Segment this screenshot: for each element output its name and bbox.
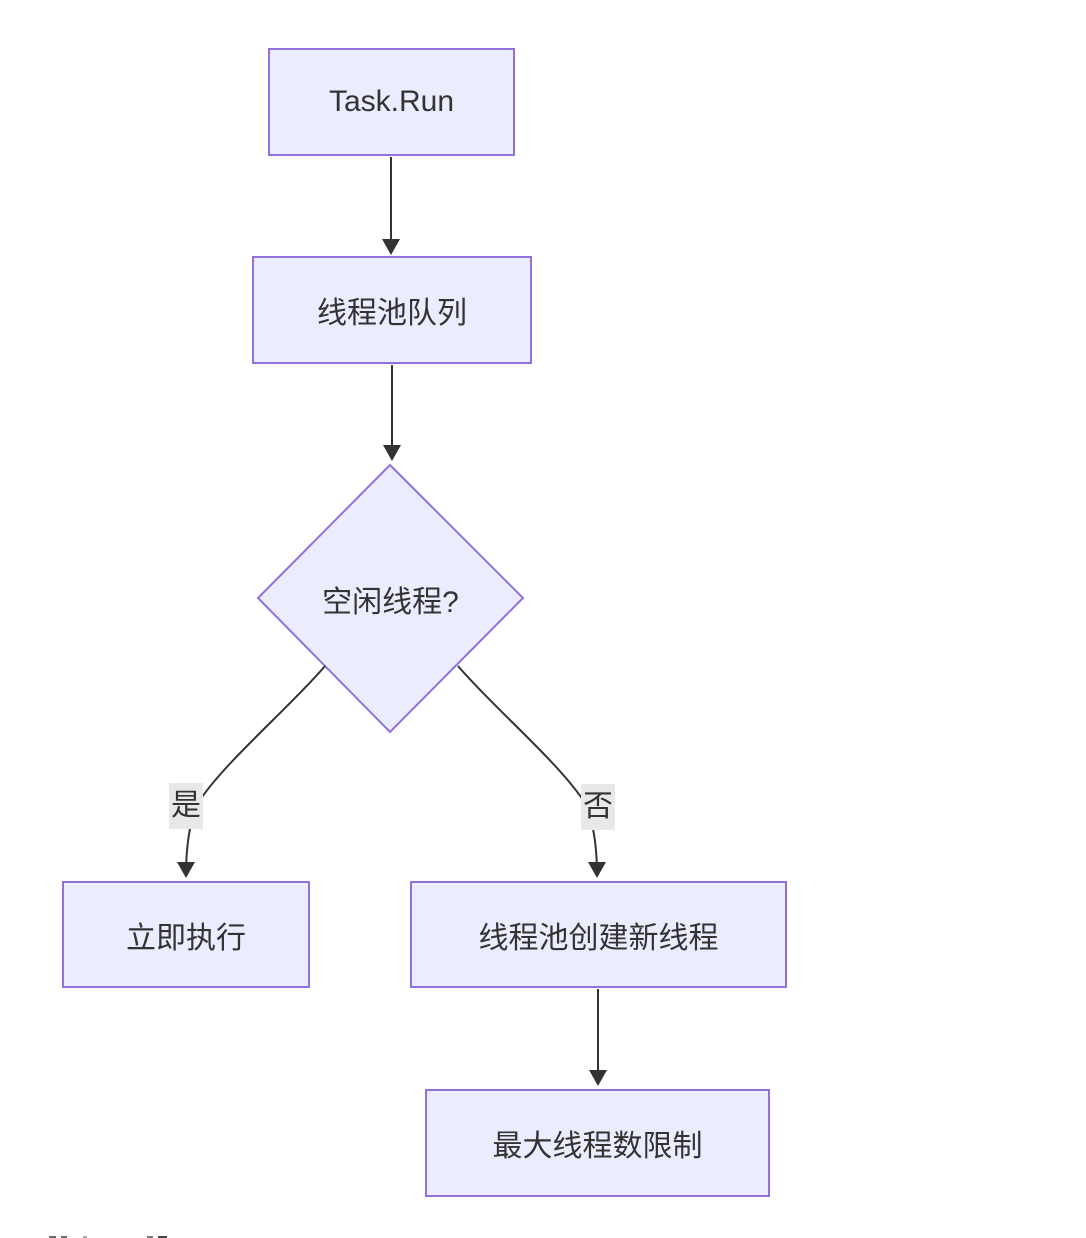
edge-label-yes: 是 (169, 783, 203, 829)
decision-idle-thread-label: 空闲线程? (322, 585, 459, 619)
clipped-text-mark (83, 1236, 87, 1238)
node-thread-pool-queue-label: 线程池队列 (317, 297, 467, 330)
node-task-run-label: Task.Run (328, 85, 455, 118)
node-create-new-thread: 线程池创建新线程 (410, 881, 787, 988)
node-execute-immediately-label: 立即执行 (126, 921, 246, 955)
edge-label-yes-text: 是 (171, 789, 201, 822)
decision-idle-thread: 空闲线程? (258, 465, 523, 732)
decision-idle-thread-shape (256, 463, 525, 734)
clipped-text-mark (49, 1236, 56, 1238)
node-create-new-thread-label: 线程池创建新线程 (478, 921, 719, 955)
node-execute-immediately: 立即执行 (62, 881, 310, 988)
node-max-thread-limit: 最大线程数限制 (425, 1089, 770, 1197)
edge-label-no-text: 否 (583, 790, 613, 823)
edge-decision-yes-to-execute (177, 665, 326, 878)
clipped-text-mark (158, 1236, 167, 1238)
node-task-run: Task.Run (268, 48, 515, 156)
clipped-text-fragment (0, 1236, 200, 1238)
edge-decision-no-to-create (457, 665, 606, 878)
node-max-thread-limit-label: 最大线程数限制 (492, 1130, 703, 1163)
edge-label-no: 否 (581, 784, 615, 830)
node-thread-pool-queue: 线程池队列 (252, 256, 532, 364)
clipped-text-mark (61, 1236, 67, 1238)
clipped-text-mark (147, 1236, 153, 1238)
